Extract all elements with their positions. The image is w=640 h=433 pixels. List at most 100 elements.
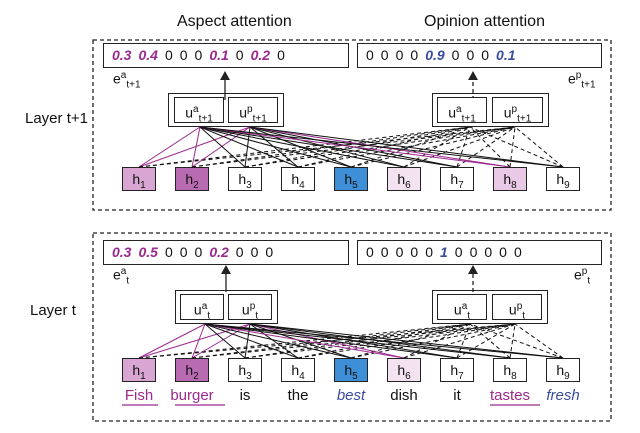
lower-aspect-arrow <box>221 265 231 292</box>
upper-h9: h9 <box>546 167 580 191</box>
lower-e-aspect: eat <box>113 266 130 287</box>
upper-link-c-5 <box>350 126 471 168</box>
upper-aspect-value-2: 0.4 <box>138 47 158 63</box>
upper-link-a-3 <box>199 126 246 168</box>
lower-link-a-5 <box>204 323 352 359</box>
upper-link-a-4 <box>199 126 299 168</box>
lower-aspect-value-2: 0.5 <box>138 244 158 260</box>
lower-aspect-value-5: 0 <box>194 244 203 260</box>
word-2: burger <box>170 387 214 404</box>
lower-link-b-9 <box>249 323 564 359</box>
upper-opinion-arrow <box>468 71 478 100</box>
upper-aspect-value-4: 0 <box>179 47 188 63</box>
upper-link-b-9 <box>249 126 564 168</box>
lower-link-a-8 <box>204 323 511 359</box>
upper-aspect-value-3: 0 <box>164 47 173 63</box>
word-3: is <box>239 387 251 404</box>
lower-aspect-value-8: 0 <box>250 244 259 260</box>
upper-h4: h4 <box>281 167 315 191</box>
upper-h6: h6 <box>387 167 421 191</box>
upper-u-aspect-2: uat+1 <box>437 97 487 124</box>
upper-e-aspect: eat+1 <box>113 70 141 91</box>
upper-e-opinion: ept+1 <box>568 70 596 91</box>
upper-opinion-value-1: 0 <box>366 47 374 63</box>
upper-h2: h2 <box>175 167 209 191</box>
upper-u-aspect: uat+1 <box>174 97 224 124</box>
lower-h3: h3 <box>228 358 262 382</box>
upper-link-a-7 <box>199 126 458 168</box>
lower-opinion-value-3: 0 <box>395 244 404 260</box>
layer-upper-frame <box>92 39 612 211</box>
lower-opinion-value-10: 0 <box>499 244 507 260</box>
upper-h5: h5 <box>334 167 368 191</box>
lower-aspect-value-9: 0 <box>265 244 274 260</box>
upper-opinion-value-3: 0 <box>395 47 404 63</box>
lower-h5: h5 <box>334 358 368 382</box>
lower-link-a-3 <box>204 323 246 359</box>
lower-link-a-7 <box>204 323 458 359</box>
upper-aspect-value-7: 0 <box>235 47 244 63</box>
lower-h9: h9 <box>546 358 580 382</box>
upper-aspect-value-6: 0.1 <box>209 47 229 63</box>
lower-h1: h1 <box>122 358 156 382</box>
lower-opinion-value-4: 0 <box>410 244 419 260</box>
lower-link-d-7 <box>456 323 516 359</box>
upper-u-opinion-2: upt+1 <box>492 97 543 124</box>
lower-opinion-u-group <box>432 290 548 324</box>
lower-e-opinion: ept <box>574 266 591 287</box>
layer-lower-frame <box>92 232 612 422</box>
upper-link-d-6 <box>403 126 516 168</box>
lower-opinion-value-6: 1 <box>439 244 448 260</box>
lower-opinion-value-7: 0 <box>454 244 463 260</box>
upper-link-a-6 <box>199 126 405 168</box>
lower-opinion-value-5: 0 <box>425 244 433 260</box>
lower-h7: h7 <box>440 358 474 382</box>
lower-link-d-6 <box>403 323 516 359</box>
lower-h4: h4 <box>281 358 315 382</box>
lower-aspect-value-4: 0 <box>179 244 188 260</box>
upper-h1: h1 <box>122 167 156 191</box>
lower-aspect-value-6: 0.2 <box>209 244 229 260</box>
lower-opinion-value-9: 0 <box>484 244 493 260</box>
lower-link-c-9 <box>469 323 564 359</box>
upper-link-c-6 <box>403 126 471 168</box>
word-8: tastes <box>489 387 531 404</box>
upper-link-a-1 <box>138 126 201 168</box>
lower-link-a-9 <box>204 323 564 359</box>
upper-opinion-u-group <box>432 93 549 127</box>
upper-opinion-value-7: 0 <box>466 47 475 63</box>
upper-opinion-value-8: 0 <box>481 47 490 63</box>
upper-link-a-8 <box>199 126 511 168</box>
upper-u-opinion: upt+1 <box>228 97 278 124</box>
lower-link-d-9 <box>514 323 564 359</box>
upper-aspect-value-8: 0.2 <box>250 47 271 63</box>
upper-link-b-1 <box>138 126 251 168</box>
lower-u-opinion: upt <box>228 294 272 321</box>
upper-aspect-value-9: 0 <box>277 47 285 63</box>
upper-h3: h3 <box>228 167 262 191</box>
layer-lower-label: Layer t <box>30 302 76 319</box>
lower-opinion-value-11: 0 <box>513 244 522 260</box>
upper-aspect-u-group <box>168 93 284 127</box>
word-1: Fish <box>124 387 154 404</box>
upper-opinion-value-4: 0 <box>410 47 419 63</box>
word-6: dish <box>390 387 418 404</box>
aspect-attention-title: Aspect attention <box>177 13 292 30</box>
lower-aspect-value-1: 0.3 <box>112 244 132 260</box>
lower-link-c-7 <box>456 323 471 359</box>
upper-h8: h8 <box>493 167 527 191</box>
upper-link-a-2 <box>191 126 201 168</box>
lower-u-aspect-2: uat <box>437 294 487 321</box>
lower-opinion-value-8: 0 <box>469 244 478 260</box>
lower-opinion-value-1: 0 <box>366 244 374 260</box>
lower-opinion-arrow <box>468 265 478 292</box>
lower-opinion-value-2: 0 <box>380 244 389 260</box>
upper-link-d-7 <box>456 126 516 168</box>
lower-aspect-u-group <box>175 290 278 324</box>
